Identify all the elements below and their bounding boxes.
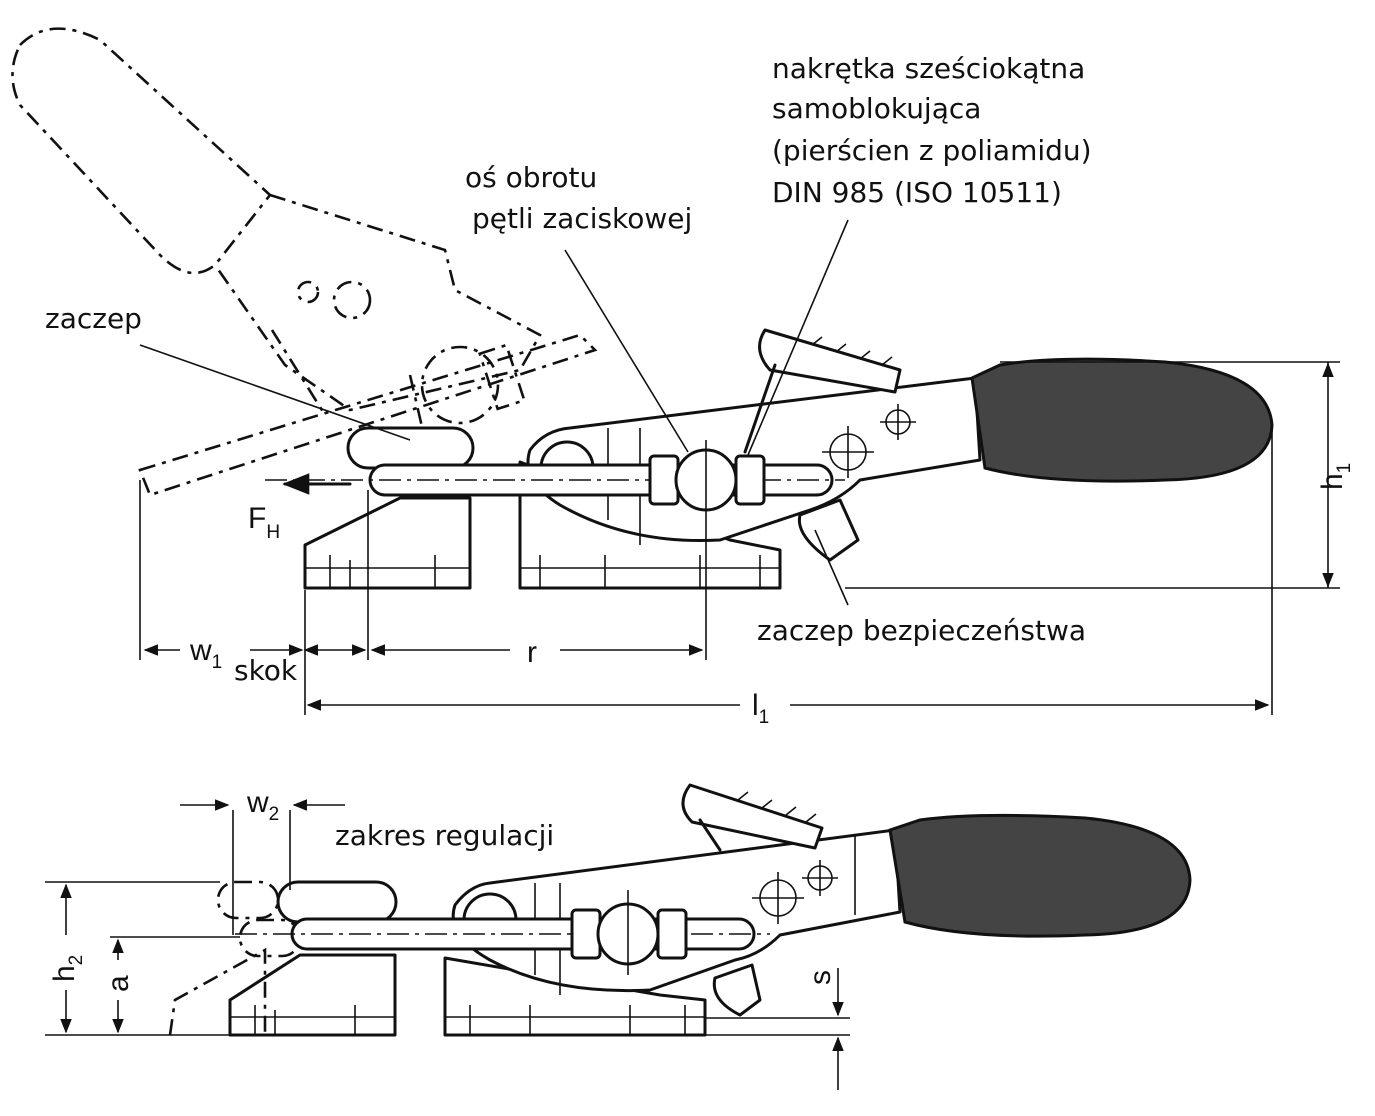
bottom-clamp-view <box>45 783 1192 1090</box>
label-nut-2: samoblokująca <box>772 92 981 125</box>
clamping-loop <box>265 440 845 520</box>
dimension-lines-top <box>139 361 1340 715</box>
svg-text:a: a <box>102 975 135 992</box>
top-clamp-view <box>11 27 1340 715</box>
catch-block <box>303 426 475 590</box>
label-pivot-2: pętli zaciskowej <box>472 202 692 235</box>
leader-lines <box>139 219 849 606</box>
label-stroke: skok <box>234 654 298 687</box>
dim-a: a <box>102 975 135 992</box>
handle-grip <box>970 357 1274 483</box>
dim-w2: w2 <box>246 786 279 825</box>
svg-text:s: s <box>804 970 837 985</box>
dim-r: r <box>527 636 537 669</box>
svg-text:h2: h2 <box>48 955 87 982</box>
label-safety-catch: zaczep bezpieczeństwa <box>757 614 1086 647</box>
label-catch: zaczep <box>45 302 142 335</box>
dim-h1: h1 <box>1316 463 1355 490</box>
label-pivot-1: oś obrotu <box>465 161 597 194</box>
dim-s: s <box>804 970 837 985</box>
open-handle-phantom <box>11 27 598 497</box>
label-nut-4: DIN 985 (ISO 10511) <box>772 176 1062 209</box>
dim-h2: h2 <box>48 955 87 982</box>
dim-l1: l1 <box>752 689 769 728</box>
label-adjust-range: zakres regulacji <box>335 819 554 852</box>
handle-grip-bottom <box>888 813 1192 938</box>
svg-text:h1: h1 <box>1316 463 1355 490</box>
dim-w1: w1 <box>189 634 222 673</box>
text-labels: nakrętka sześciokątna samoblokująca (pie… <box>45 52 1355 992</box>
dim-force: FH <box>248 502 280 543</box>
dimension-lines-bottom <box>45 799 850 1090</box>
label-nut-1: nakrętka sześciokątna <box>772 52 1085 85</box>
label-nut-3: (pierścien z poliamidu) <box>772 134 1092 167</box>
